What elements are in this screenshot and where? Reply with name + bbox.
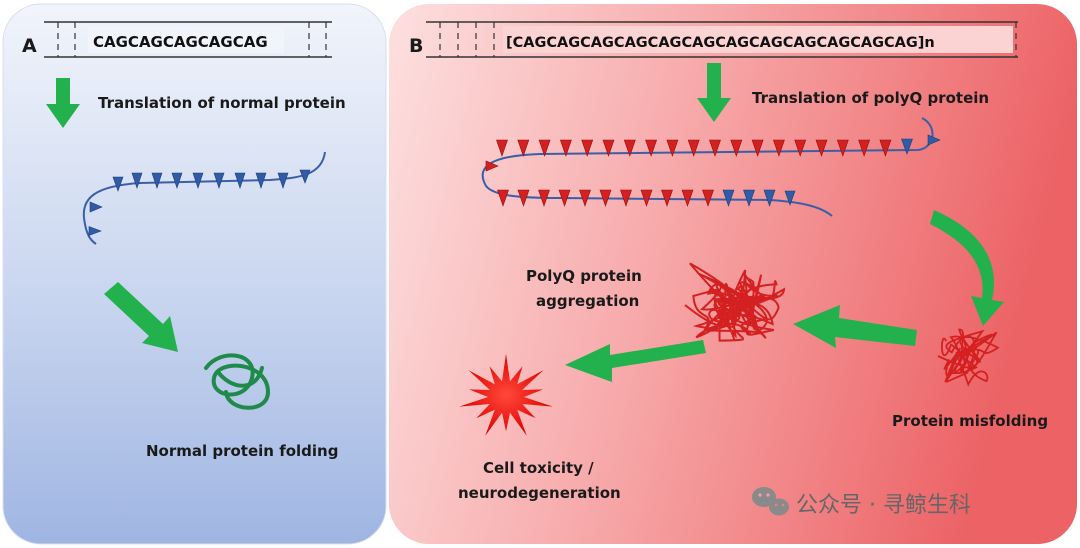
polyq-residue [751,139,764,157]
polyq-residue [815,139,828,157]
polyq-residue [599,189,612,207]
toxicity-arrow [565,340,706,382]
chain-residue [112,176,124,192]
panel-b-letter: B [409,35,423,57]
folding-arrow-a [104,282,178,352]
polyq-residue [687,139,700,157]
polyq-residue [579,189,591,207]
polyq-residue [623,139,636,157]
polyq-residue [836,139,849,157]
watermark: 公众号 · 寻鲸生科 [752,487,971,518]
wechat-icon [752,487,789,516]
panel-b-dna-strand: [CAGCAGCAGCAGCAGCAGCAGCAGCAGCAGCAGCAG]n [426,21,1018,58]
chain-residue [784,190,796,206]
polyq-residue [640,189,653,207]
polyq-residue [558,189,571,207]
chain-residue [901,138,913,155]
chain-residue [763,189,776,207]
misfolding-label: Protein misfolding [892,412,1048,430]
misfolded-protein [937,328,1000,387]
chain-residue [171,172,183,189]
panel-a-letter: A [22,35,37,57]
polyq-residue [709,139,721,157]
chain-residue [927,134,941,146]
panel-a: A CAGCAGCAGCAGCAG Translation of normal … [2,3,387,545]
chain-residue [89,201,103,213]
panel-a-background [2,3,387,545]
normal-protein-chain [82,151,326,245]
watermark-text: 公众号 · 寻鲸生科 [796,493,971,518]
chain-residue [299,169,311,184]
polyq-residue [559,139,572,157]
chain-residue [722,189,735,207]
polyq-residue [497,189,509,207]
chain-residue [88,226,102,236]
chain-residue [151,172,163,189]
polyq-residue [581,139,594,157]
polyq-residue [620,189,632,207]
polyq-residue [517,189,530,207]
chain-residue [255,172,267,189]
chain-residue [277,172,289,189]
toxicity-label-line1: Cell toxicity / [483,459,594,477]
panel-a-translation-label: Translation of normal protein [98,94,346,112]
polyq-residue [730,139,743,157]
aggregation-arrow [793,305,917,348]
panel-a-dna-strand: CAGCAGCAGCAGCAG [44,21,332,58]
polyq-residue [666,139,679,157]
polyq-residue [496,139,508,157]
panel-b-dna-sequence: [CAGCAGCAGCAGCAGCAGCAGCAGCAGCAGCAGCAG]n [506,35,935,51]
panel-b-translation-label: Translation of polyQ protein [752,89,989,107]
polyq-residue [702,189,714,207]
chain-residue [743,189,755,207]
chain-residue [131,172,143,189]
polyq-residue [538,189,550,207]
panel-b: B [CAGCAGCAGCAGCAGCAGCAGCAGCAGCAGCAGCAG]… [389,4,1077,544]
aggregation-label-line1: PolyQ protein [526,267,642,285]
normal-folded-protein [204,353,271,410]
polyq-residue [645,139,658,157]
polyq-residue [858,139,871,157]
cell-toxicity-star-icon [459,353,553,436]
panel-a-dna-sequence: CAGCAGCAGCAGCAG [93,33,268,51]
translation-arrow-a [46,78,80,128]
chain-residue [234,172,246,189]
aggregation-label-line2: aggregation [536,292,639,310]
toxicity-label-line2: neurodegeneration [458,484,621,502]
chain-residue [213,172,225,189]
polyq-residue [661,189,673,207]
polyq-residue [602,139,615,157]
polyq-residue [538,139,551,157]
polyq-residue [772,139,785,157]
polyq-residue [681,189,694,207]
polyq-residue [485,160,499,172]
polyq-residue [517,139,530,157]
panel-a-folding-label: Normal protein folding [146,442,338,460]
polyq-aggregate [684,262,786,342]
misfolding-arrow [930,210,1004,326]
translation-arrow-b [697,63,731,122]
chain-residue [192,172,204,189]
polyq-protein-chain [481,117,941,217]
polyq-residue [794,139,807,157]
polyq-residue [879,139,892,157]
